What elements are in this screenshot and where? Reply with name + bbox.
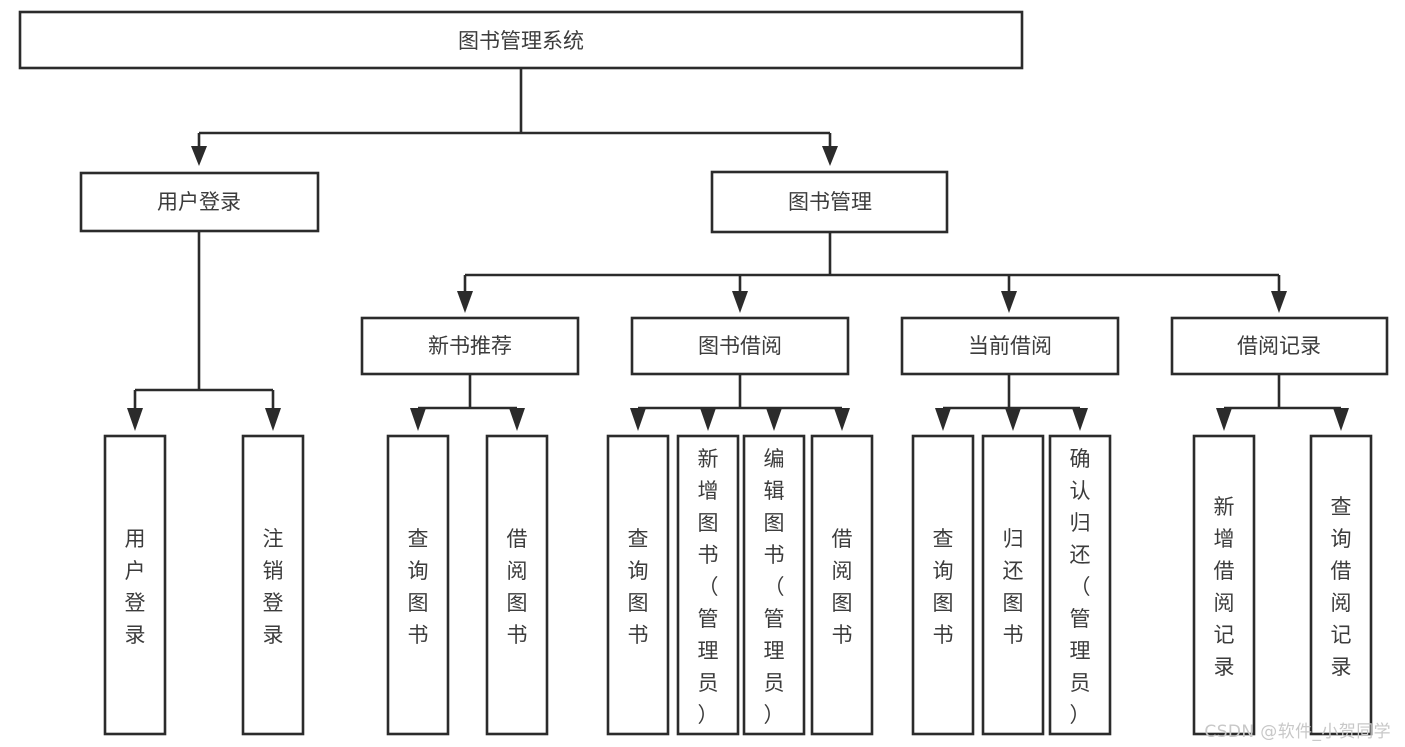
node-box-leaf-logout[interactable]: [241, 434, 305, 736]
arrow-head-leaf-borrow-book-1: [509, 408, 525, 431]
leaf-label-group: 用户登录 注销登录 查询图书 借阅图书 查询图书 新增图书（管理员） 编辑图书（…: [125, 447, 1352, 727]
node-label-leaf-user-login: 用户登录: [125, 527, 146, 647]
node-box-leaf-confirm-return[interactable]: [1048, 434, 1112, 736]
node-label-leaf-query-book-2: 查询图书: [628, 527, 649, 647]
node-label-leaf-logout: 注销登录: [263, 527, 284, 647]
node-label-leaf-add-record: 新增借阅记录: [1214, 495, 1235, 679]
arrow-head-borrow-record: [1271, 291, 1287, 313]
arrow-head-current-borrow: [1001, 291, 1017, 313]
node-label-leaf-borrow-book-2: 借阅图书: [832, 527, 853, 647]
node-box-new-book-recommend[interactable]: [360, 316, 580, 376]
arrow-head-leaf-add-book: [700, 408, 716, 431]
csdn-watermark: CSDN @软件_小贺同学: [1204, 722, 1391, 742]
node-label-leaf-query-book-1: 查询图书: [408, 527, 429, 647]
connector-group-new-book-rec: [410, 374, 525, 431]
node-borrow-record[interactable]: 借阅记录: [1170, 316, 1389, 376]
connector-group-book-borrow: [630, 374, 850, 431]
node-box-root[interactable]: [18, 10, 1024, 70]
connector-group-book-mgmt: [457, 232, 1287, 313]
arrow-head-book-borrow: [732, 291, 748, 313]
arrow-head-user-login: [191, 146, 207, 166]
arrow-head-leaf-user-login: [127, 408, 143, 431]
connector-group-user-login: [127, 231, 281, 431]
node-label-leaf-borrow-book-1: 借阅图书: [507, 527, 528, 647]
node-box-current-borrow[interactable]: [900, 316, 1120, 376]
arrow-head-leaf-edit-book: [766, 408, 782, 431]
arrow-head-book-mgmt: [822, 146, 838, 166]
arrow-head-leaf-query-book-1: [410, 408, 426, 431]
arrow-head-leaf-query-book-2: [630, 408, 646, 431]
node-new-book-recommend[interactable]: 新书推荐: [360, 316, 580, 376]
node-box-leaf-add-book[interactable]: [676, 434, 740, 736]
node-label-leaf-return-book: 归还图书: [1003, 527, 1024, 647]
arrow-head-leaf-add-record: [1216, 408, 1232, 431]
node-label-root: 图书管理系统: [458, 29, 584, 53]
arrow-head-leaf-query-book-3: [935, 408, 951, 431]
node-box-leaf-return-book[interactable]: [981, 434, 1045, 736]
connector-group-current-borrow: [935, 374, 1088, 431]
node-label-leaf-add-book: 新增图书（管理员）: [698, 447, 719, 727]
node-box-leaf-query-book-1[interactable]: [386, 434, 450, 736]
node-book-borrow[interactable]: 图书借阅: [630, 316, 850, 376]
node-current-borrow[interactable]: 当前借阅: [900, 316, 1120, 376]
node-label-borrow-record: 借阅记录: [1237, 334, 1321, 358]
connector-group-root: [191, 68, 838, 166]
node-box-user-login[interactable]: [79, 171, 320, 233]
node-box-leaf-user-login[interactable]: [103, 434, 167, 736]
node-box-leaf-borrow-book-2[interactable]: [810, 434, 874, 736]
node-label-leaf-confirm-return: 确认归还（管理员）: [1070, 447, 1091, 727]
node-box-book-management[interactable]: [710, 170, 949, 234]
node-box-leaf-query-book-3[interactable]: [911, 434, 975, 736]
node-label-book-management: 图书管理: [788, 190, 872, 214]
leaf-box-group: [103, 434, 1373, 736]
arrow-head-leaf-query-record: [1333, 408, 1349, 431]
node-box-leaf-edit-book[interactable]: [742, 434, 806, 736]
arrow-head-leaf-return-book: [1005, 408, 1021, 431]
arrow-head-leaf-confirm-return: [1072, 408, 1088, 431]
node-box-leaf-add-record[interactable]: [1192, 434, 1256, 736]
node-label-leaf-edit-book: 编辑图书（管理员）: [764, 447, 785, 727]
node-box-leaf-query-book-2[interactable]: [606, 434, 670, 736]
arrow-head-new-book-rec: [457, 291, 473, 313]
node-box-leaf-borrow-book-1[interactable]: [485, 434, 549, 736]
node-root-system[interactable]: 图书管理系统: [18, 10, 1024, 70]
node-label-leaf-query-record: 查询借阅记录: [1331, 495, 1352, 679]
connector-group-borrow-record: [1216, 374, 1349, 431]
node-box-borrow-record[interactable]: [1170, 316, 1389, 376]
node-box-leaf-query-record[interactable]: [1309, 434, 1373, 736]
node-label-new-book-recommend: 新书推荐: [428, 334, 512, 358]
arrow-head-leaf-logout: [265, 408, 281, 431]
node-label-current-borrow: 当前借阅: [968, 334, 1052, 358]
node-book-management[interactable]: 图书管理: [710, 170, 949, 234]
node-label-book-borrow: 图书借阅: [698, 334, 782, 358]
node-label-leaf-query-book-3: 查询图书: [933, 527, 954, 647]
arrow-head-leaf-borrow-book-2: [834, 408, 850, 431]
node-box-book-borrow[interactable]: [630, 316, 850, 376]
node-label-user-login: 用户登录: [157, 190, 241, 214]
node-user-login[interactable]: 用户登录: [79, 171, 320, 233]
